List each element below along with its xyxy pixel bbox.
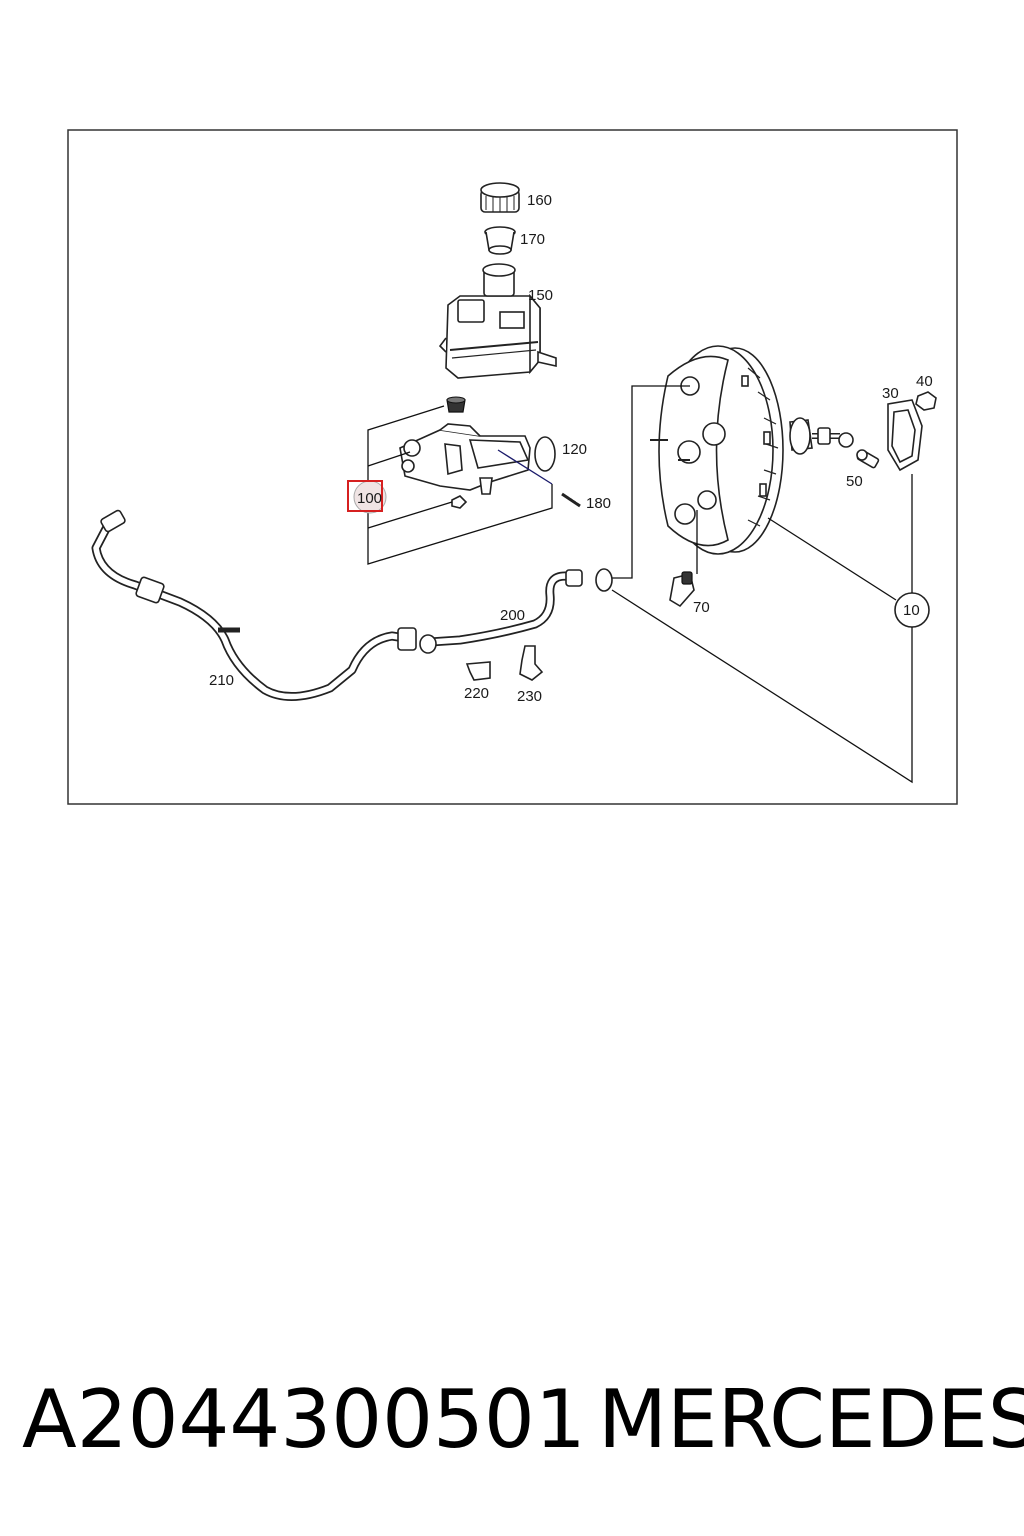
callout-50: 50: [846, 473, 863, 490]
nut: [915, 391, 937, 411]
callout-200: 200: [500, 607, 525, 624]
callout-230: 230: [517, 688, 542, 705]
callout-210: 210: [209, 672, 234, 689]
brand-name: MERCEDES: [598, 1373, 1024, 1466]
footer: A2044300501 MERCEDES: [0, 1372, 1024, 1472]
callout-160: 160: [527, 192, 552, 209]
callout-120: 120: [562, 441, 587, 458]
callout-180: 180: [586, 495, 611, 512]
callout-10: 10: [903, 602, 920, 619]
brake-fluid-reservoir: [438, 263, 557, 379]
vacuum-hose: [419, 569, 583, 654]
callout-150: 150: [528, 287, 553, 304]
callout-40: 40: [916, 373, 933, 390]
diagram-frame: [67, 129, 958, 805]
vacuum-sensor: [669, 571, 695, 608]
clevis-pin: [856, 449, 880, 469]
callout-30: 30: [882, 385, 899, 402]
reservoir-cap: [480, 182, 520, 213]
part-number: A2044300501: [22, 1373, 586, 1466]
reservoir-filter: [484, 226, 516, 255]
hose-clip: [465, 661, 491, 681]
callout-170: 170: [520, 231, 545, 248]
callout-70: 70: [693, 599, 710, 616]
callout-220: 220: [464, 685, 489, 702]
hose-holder: [519, 645, 544, 681]
master-cylinder: [399, 396, 581, 509]
callout-100: 100: [357, 490, 382, 507]
brake-booster: [650, 345, 854, 555]
washer: [595, 568, 613, 592]
highlight-box: [347, 480, 383, 512]
booster-gasket: [887, 399, 923, 472]
vacuum-line: [91, 509, 417, 702]
